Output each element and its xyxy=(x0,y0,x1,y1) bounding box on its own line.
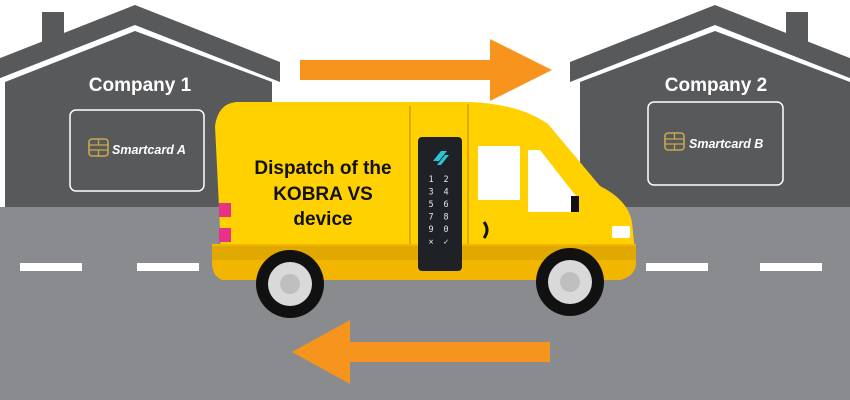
keypad-key: 7 xyxy=(428,213,433,223)
van-side-window xyxy=(478,146,520,200)
keypad-key: 8 xyxy=(443,213,448,223)
van-windshield xyxy=(528,150,576,212)
house-right xyxy=(570,5,850,207)
smartcard-right-label: Smartcard B xyxy=(689,137,763,151)
rear-light-upper xyxy=(219,203,231,217)
lane-markings xyxy=(20,263,822,271)
van-text-line-1: Dispatch of the xyxy=(254,158,391,179)
van-text-line-3: device xyxy=(293,209,352,230)
arrow-right-icon xyxy=(300,39,552,101)
keypad-key: 3 xyxy=(428,188,433,198)
kobra-logo-icon xyxy=(433,151,449,165)
keypad-key: ✓ xyxy=(443,238,448,248)
lane-dash xyxy=(760,263,822,271)
house-right-roof-outline xyxy=(570,5,850,82)
smartcard-left xyxy=(69,109,205,192)
house-left-roof-outline xyxy=(0,5,280,82)
smartcard-left-label: Smartcard A xyxy=(112,143,186,157)
keypad-key: 9 xyxy=(428,225,433,235)
lane-dash xyxy=(646,263,708,271)
house-left-body xyxy=(5,31,272,207)
lane-dash xyxy=(20,263,82,271)
keypad-key: 2 xyxy=(443,175,448,185)
smartcard-right xyxy=(647,101,784,186)
keypad-key: 0 xyxy=(443,225,448,235)
keypad-key: 6 xyxy=(443,200,448,210)
door-handle xyxy=(482,221,489,239)
company-right-label: Company 2 xyxy=(665,75,767,96)
company-left-label: Company 1 xyxy=(89,75,192,96)
lane-dash xyxy=(137,263,199,271)
smartcard-chip-icon xyxy=(88,138,109,157)
keypad-key: 5 xyxy=(428,200,433,210)
house-left xyxy=(0,5,280,207)
van-text-line-2: KOBRA VS xyxy=(273,184,373,205)
keypad-key: 4 xyxy=(443,188,448,198)
keypad-key: 1 xyxy=(428,175,433,185)
wheel-front xyxy=(536,248,604,316)
smartcard-chip-icon xyxy=(664,132,685,151)
wheel-rear xyxy=(256,250,324,318)
side-mirror xyxy=(571,196,579,212)
arrow-left-icon xyxy=(292,320,550,384)
rear-light-lower xyxy=(219,228,231,242)
headlight xyxy=(612,226,630,238)
keypad-key: × xyxy=(428,238,433,248)
